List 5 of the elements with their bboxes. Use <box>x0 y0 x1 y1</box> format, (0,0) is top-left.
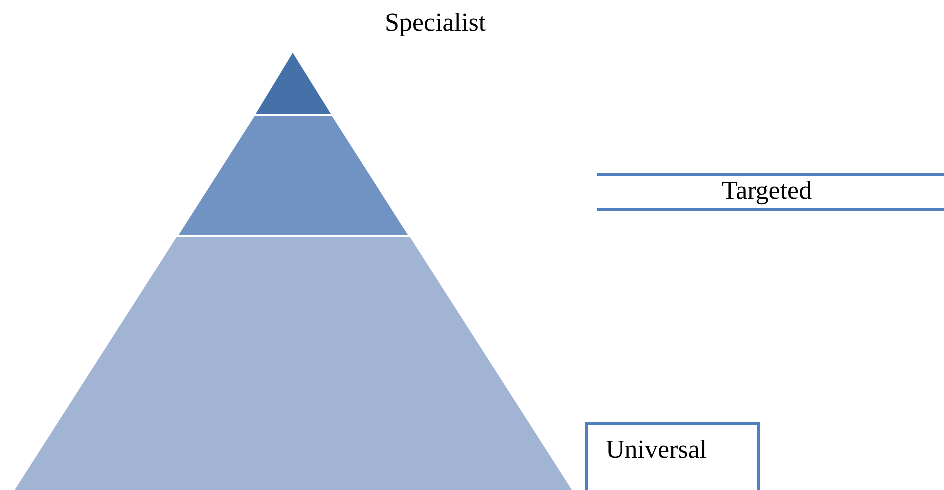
tier-label: Universal <box>606 435 708 465</box>
label-band <box>597 173 944 211</box>
tier-label: Specialist <box>385 8 486 38</box>
tier-label: Targeted <box>722 176 812 206</box>
label-box <box>585 422 760 490</box>
